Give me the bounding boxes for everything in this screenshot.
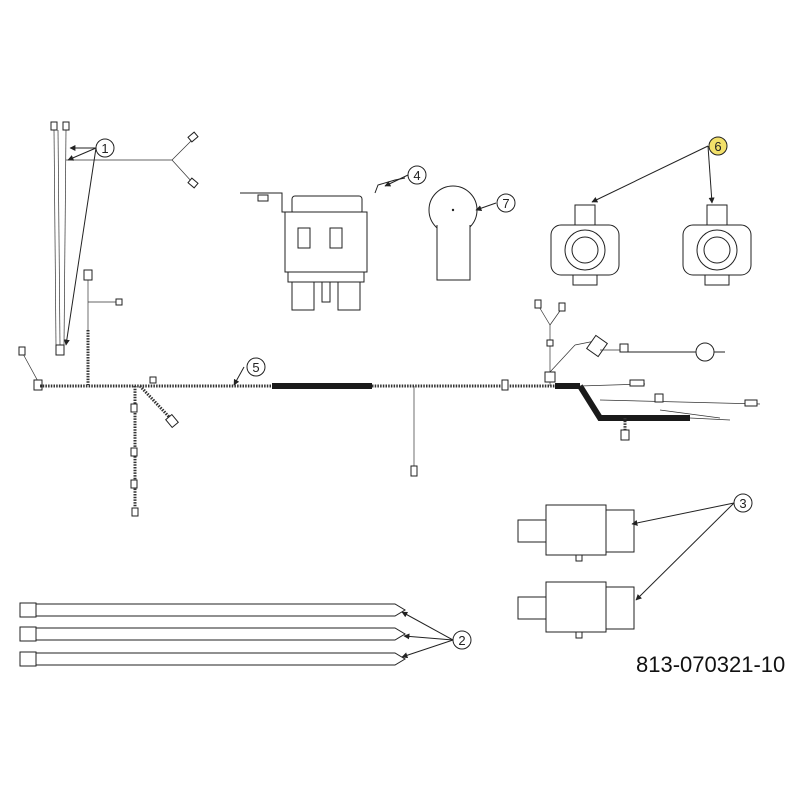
leader-lines [63,145,735,659]
callout-5[interactable]: 5 [246,357,266,377]
callout-1[interactable]: 1 [95,138,115,158]
callout-1-label: 1 [101,141,108,156]
main-wiring-harness-part[interactable] [18,269,761,517]
drawing-part-number: 813-070321-10 [636,652,786,677]
callout-6[interactable]: 6 [708,136,728,156]
callout-3-label: 3 [739,496,746,511]
cap-boot-part[interactable] [428,185,478,281]
callout-3[interactable]: 3 [733,493,753,513]
solenoid-relay-part[interactable] [240,177,406,311]
callout-4-label: 4 [413,168,420,183]
connector-housing-part[interactable] [550,204,752,286]
callout-7[interactable]: 7 [496,193,516,213]
callout-2-label: 2 [458,633,465,648]
callout-5-label: 5 [252,360,259,375]
terminal-connector-part[interactable] [517,504,635,639]
callout-7-label: 7 [502,196,509,211]
callout-6-label: 6 [714,139,721,154]
cable-tie-part[interactable] [19,602,406,667]
callout-4[interactable]: 4 [407,165,427,185]
callout-2[interactable]: 2 [452,630,472,650]
pigtail-harness-part[interactable] [50,121,199,356]
